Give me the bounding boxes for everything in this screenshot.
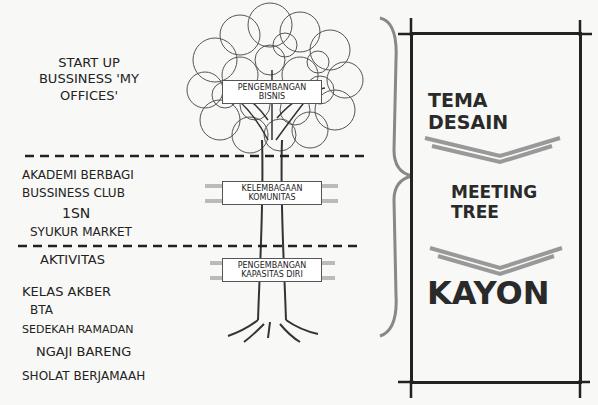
activity-label: BUSSINESS CLUB xyxy=(22,186,125,201)
tree-label-box: KELEMBAGAAN KOMUNITAS xyxy=(222,181,322,205)
activity-label: START UP BUSSINESS 'MY OFFICES' xyxy=(30,55,148,104)
tree-label-text: KELEMBAGAAN KOMUNITAS xyxy=(228,184,316,202)
tree-trunk xyxy=(228,140,318,342)
activity-label: 1SN xyxy=(62,205,90,223)
curly-brace xyxy=(380,18,412,336)
theme-text: TEMA DESAIN xyxy=(428,90,543,134)
activity-label: SHOLAT BERJAMAAH xyxy=(22,369,145,384)
activity-label: AKTIVITAS xyxy=(40,252,105,268)
activity-label: AKADEMI BERBAGI xyxy=(22,168,134,183)
tree-label-text: PENGEMBANGAN KAPASITAS DIRI xyxy=(228,261,316,279)
tree-label-box: PENGEMBANGAN BISNIS xyxy=(222,80,322,104)
activity-label: SEDEKAH RAMADAN xyxy=(22,323,133,337)
tree-label-text: PENGEMBANGAN BISNIS xyxy=(228,83,316,101)
activity-label: SYUKUR MARKET xyxy=(30,225,132,240)
tree-label-box: PENGEMBANGAN KAPASITAS DIRI xyxy=(222,258,322,282)
activity-label: BTA xyxy=(30,303,53,318)
frame-sketch-lines xyxy=(398,18,592,398)
activity-label: KELAS AKBER xyxy=(22,284,111,300)
activity-label: NGAJI BARENG xyxy=(36,344,131,360)
theme-text: MEETING TREE xyxy=(451,183,569,222)
theme-text: KAYON xyxy=(427,275,550,312)
tree-canopy xyxy=(187,3,363,153)
design-theme-box: TEMA DESAIN MEETING TREE KAYON xyxy=(410,32,582,384)
divider-lines xyxy=(18,156,365,246)
